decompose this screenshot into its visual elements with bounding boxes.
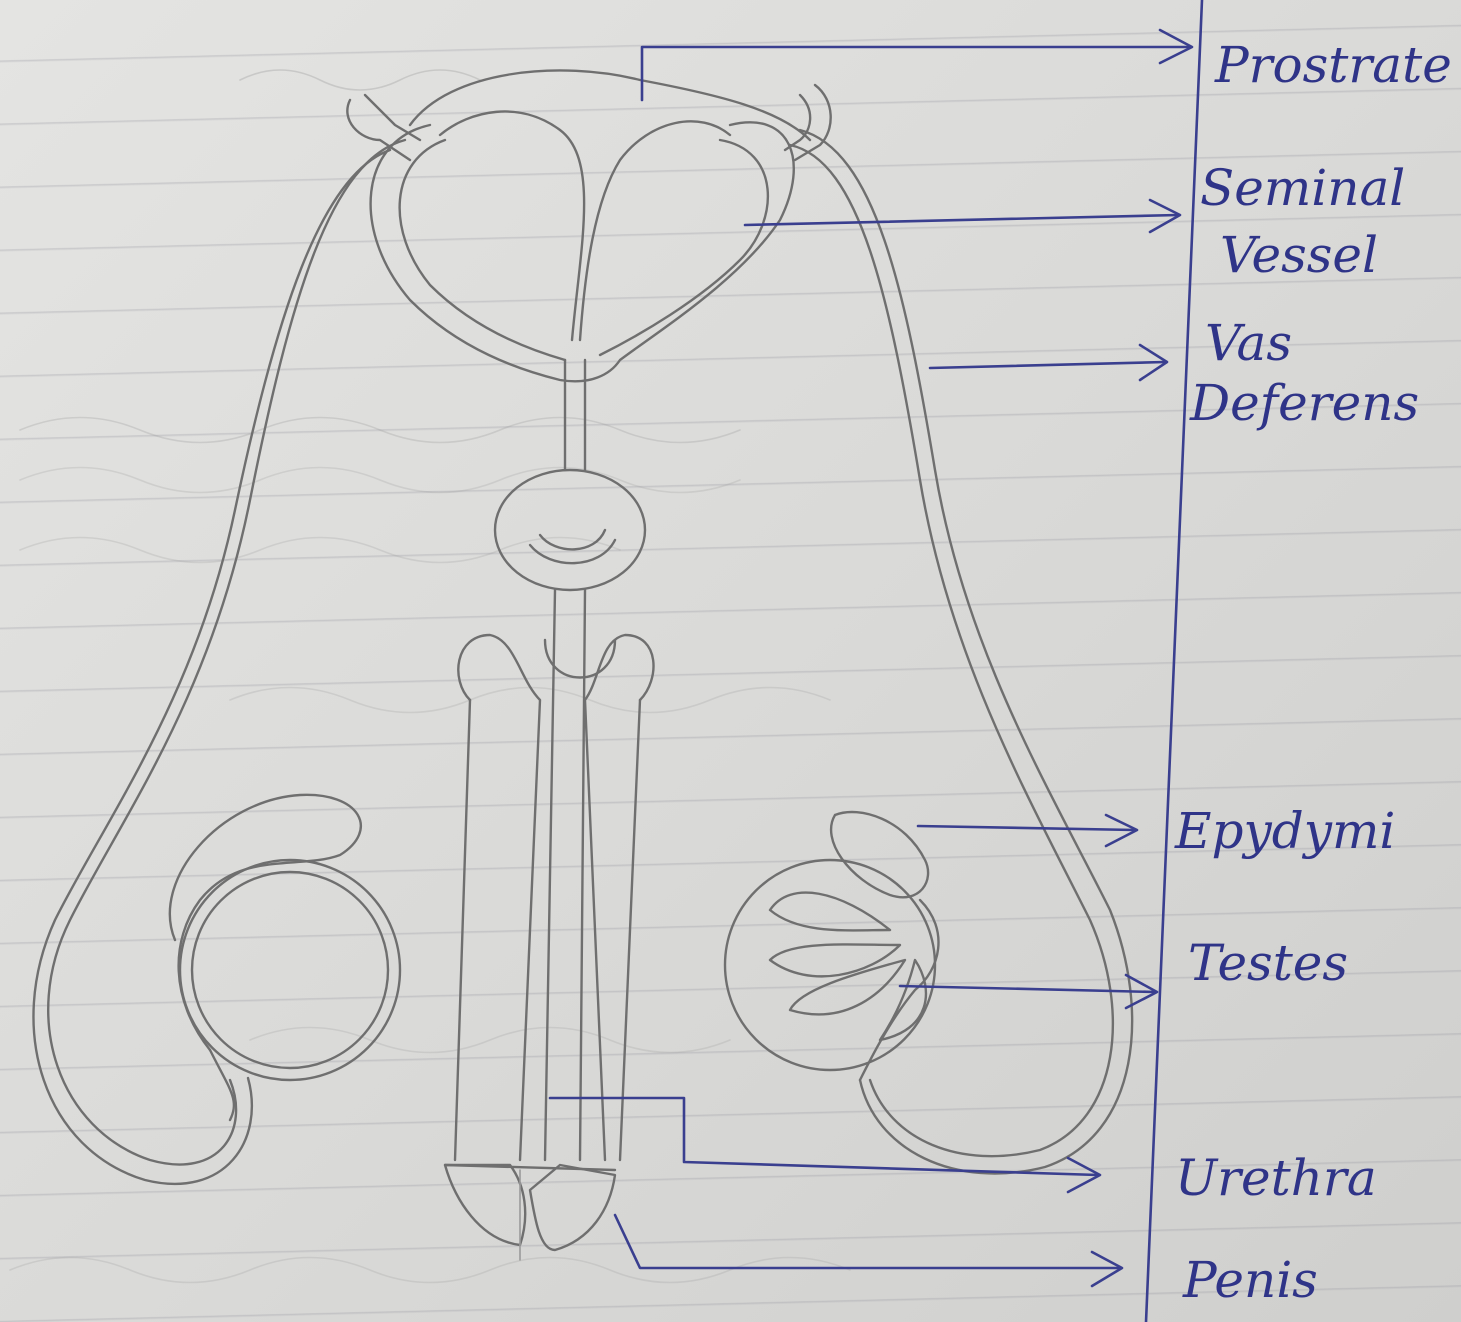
left-testis-drawing xyxy=(170,795,400,1120)
label-testes: Testes xyxy=(1188,934,1348,992)
labels: Prostrate Seminal Vessel Vas Deferens Ep… xyxy=(1174,36,1452,1309)
prostrate-leader xyxy=(642,47,1190,100)
prostate-drawing xyxy=(495,360,645,590)
vas-deferens-drawing xyxy=(33,130,1132,1184)
penis-drawing xyxy=(445,590,654,1260)
seminal-leader xyxy=(745,215,1178,225)
label-urethra: Urethra xyxy=(1175,1149,1377,1207)
show-through-texture xyxy=(10,70,850,1283)
label-penis: Penis xyxy=(1182,1251,1318,1309)
urethra-leader xyxy=(550,1098,1098,1175)
margin-line xyxy=(1146,0,1202,1322)
epydymi-leader xyxy=(918,826,1135,830)
label-vas-line1: Vas xyxy=(1205,314,1292,372)
penis-leader xyxy=(615,1215,1120,1268)
label-seminal-line1: Seminal xyxy=(1200,159,1405,217)
vas-leader xyxy=(930,362,1165,368)
label-epydymi: Epydymi xyxy=(1174,802,1395,860)
label-vas-line2: Deferens xyxy=(1189,374,1419,432)
label-prostrate: Prostrate xyxy=(1214,36,1452,94)
leader-lines xyxy=(550,30,1192,1286)
right-testis-drawing xyxy=(725,812,939,1080)
label-seminal-line2: Vessel xyxy=(1220,226,1378,284)
testes-leader xyxy=(900,986,1155,992)
